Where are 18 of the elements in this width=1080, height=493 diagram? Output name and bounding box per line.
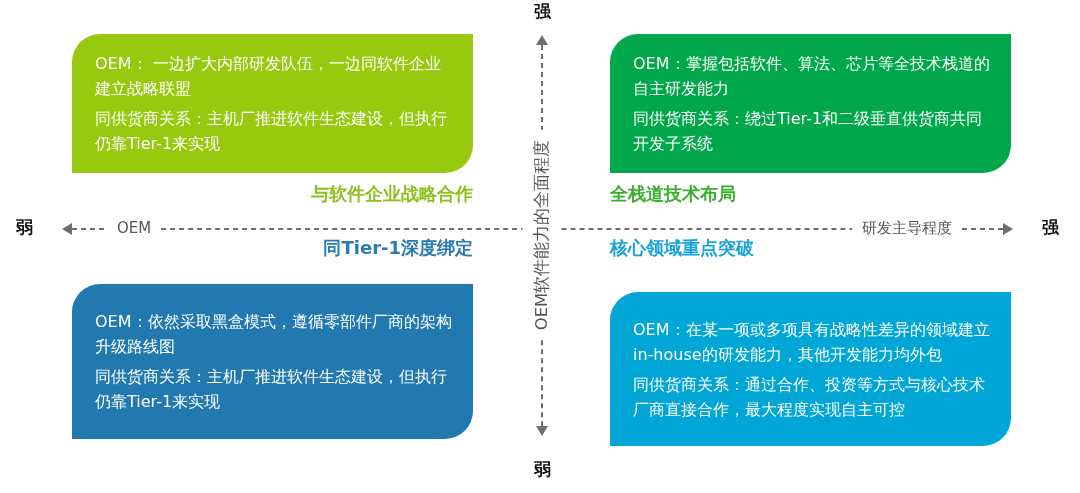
axis-end-label: 强	[1041, 218, 1059, 238]
axis-end-label: 强	[533, 2, 551, 22]
axis-end-label: 弱	[15, 218, 33, 238]
card-text: OEM：依然采取黑盒模式，遵循零部件厂商的架构升级路线图	[95, 311, 453, 358]
quadrant-heading: 核心领域重点突破	[610, 236, 754, 260]
card-text: OEM：在某一项或多项具有战略性差异的领域建立in-house的研发能力，其他开发能力均外包	[633, 318, 991, 366]
axis-title: OEM软件能力的全面程度	[532, 139, 552, 331]
card-text: OEM： 一边扩大内部研发队伍，一边同软件企业建立战略联盟	[95, 53, 442, 100]
card-text: 同供货商关系：主机厂推进软件生态建设，但执行仍靠Tier-1来实现	[95, 366, 448, 413]
card-text: 同供货商关系：通过合作、投资等方式与核心技术厂商直接合作，最大程度实现自主可控	[633, 373, 986, 421]
axis-title: 研发主导程度	[862, 220, 952, 238]
card-text: OEM：掌握包括软件、算法、芯片等全技术栈道的自主研发能力	[633, 53, 991, 100]
quadrant-heading: 全栈道技术布局	[610, 182, 736, 206]
quadrant-heading: 同Tier-1深度绑定	[323, 236, 473, 260]
card-text: 同供货商关系：绕过Tier-1和二级垂直供货商共同开发子系统	[633, 108, 984, 155]
card-text: 同供货商关系：主机厂推进软件生态建设，但执行仍靠Tier-1来实现	[95, 108, 448, 155]
quadrant-heading: 与软件企业战略合作	[311, 182, 473, 206]
axis-end-label: 弱	[533, 460, 551, 480]
